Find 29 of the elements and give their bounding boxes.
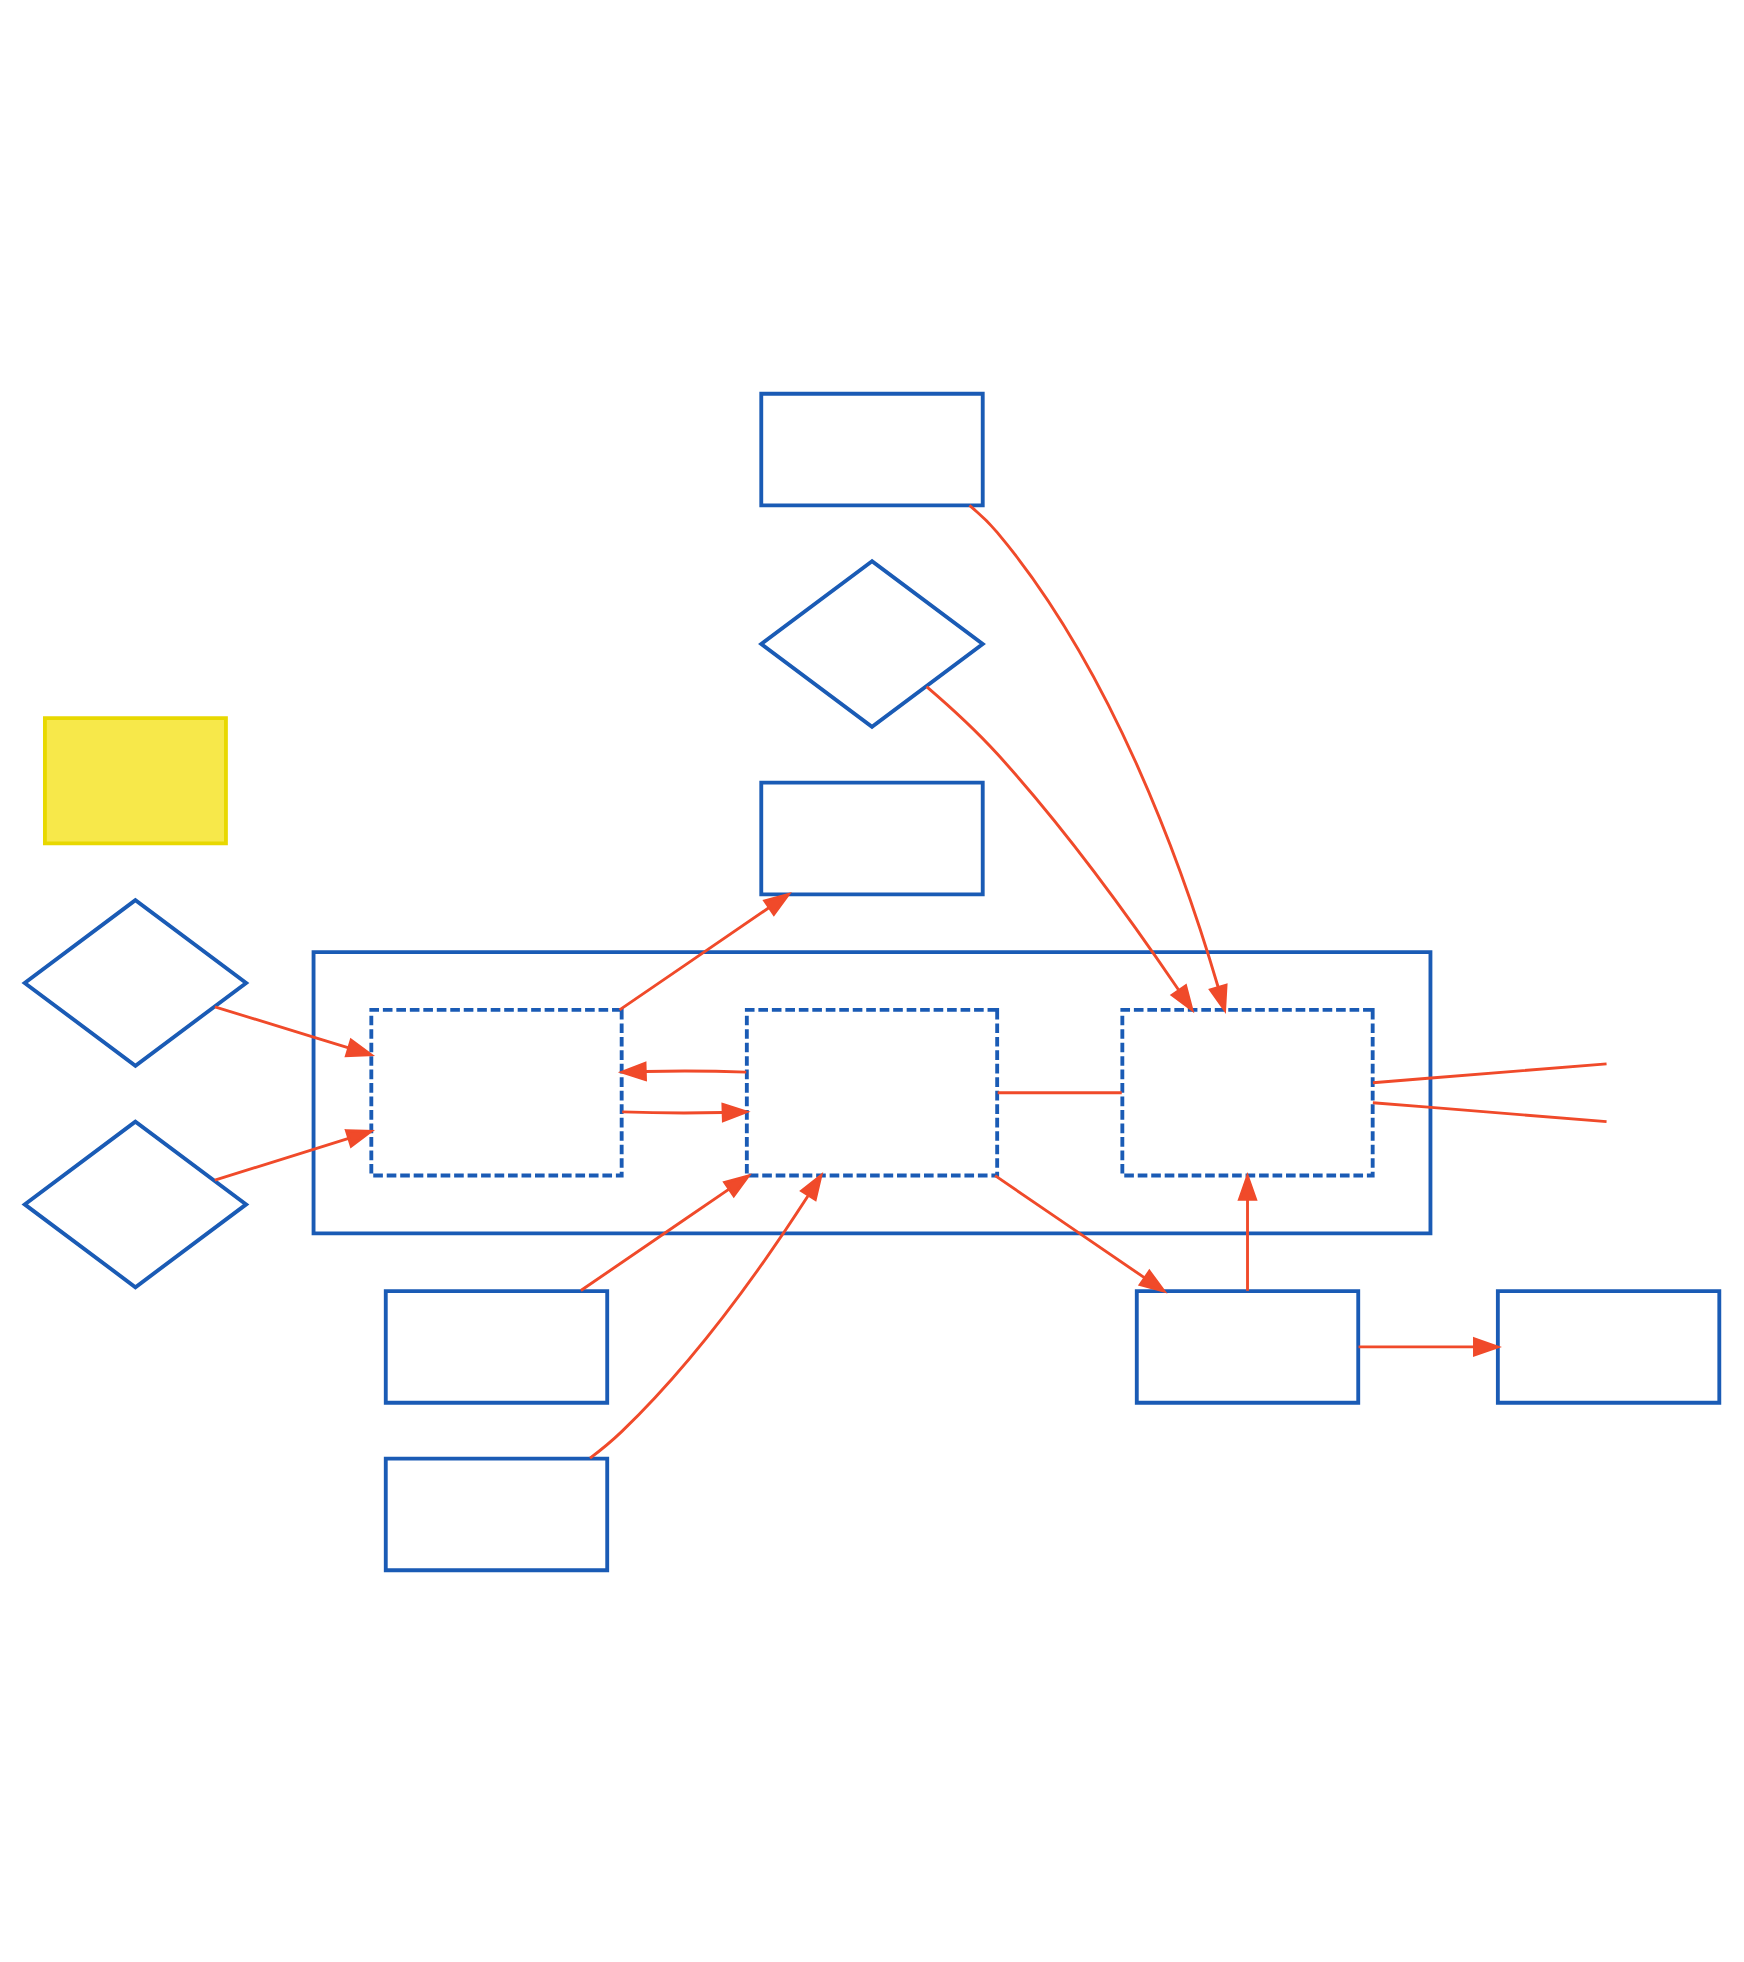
arrow	[1358, 1335, 1502, 1357]
node-box	[1120, 1007, 1375, 1177]
node-box	[759, 779, 985, 896]
node-box	[744, 1007, 1000, 1177]
node-diamond	[758, 557, 986, 729]
cluster	[311, 949, 1433, 1235]
arrow	[968, 503, 1228, 1013]
node-diamond	[21, 1118, 250, 1289]
connector	[1372, 1100, 1607, 1123]
arrow	[1237, 1170, 1258, 1290]
node-diamond	[21, 896, 250, 1068]
arrow	[617, 1060, 747, 1081]
node-box	[383, 1455, 610, 1572]
arrow	[214, 1128, 376, 1181]
node-bar	[43, 715, 228, 845]
arrow	[618, 890, 792, 1011]
arrow	[589, 1170, 824, 1459]
node-box	[383, 1288, 610, 1404]
connector	[997, 1090, 1122, 1094]
arrow	[214, 1004, 376, 1057]
arrow	[622, 1101, 751, 1122]
arrow	[580, 1172, 752, 1291]
connector	[1372, 1061, 1607, 1084]
node-box	[369, 1007, 624, 1177]
arrow	[925, 684, 1195, 1013]
node-box	[1495, 1288, 1722, 1404]
arrow	[994, 1173, 1168, 1293]
node-box	[1134, 1288, 1361, 1404]
node-box	[759, 390, 985, 507]
